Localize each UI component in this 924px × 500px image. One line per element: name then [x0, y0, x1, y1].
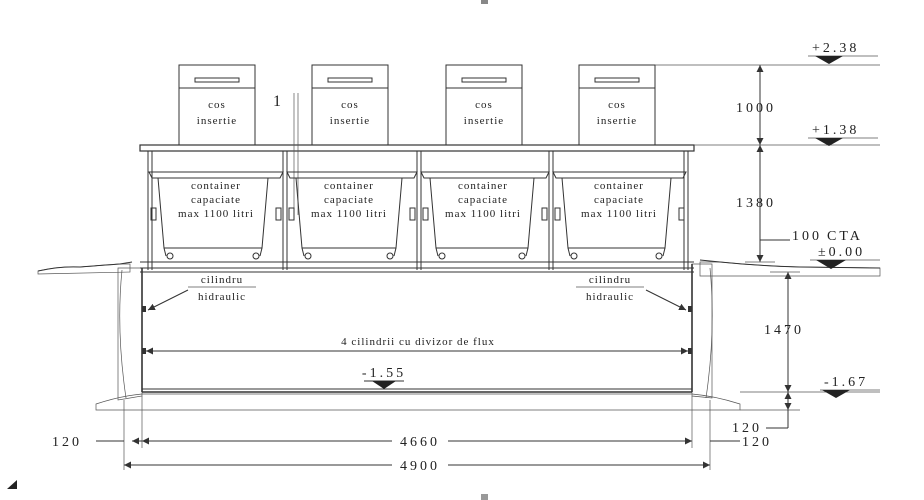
- cylinder-right-label-line2: hidraulic: [586, 291, 634, 303]
- bin-4: cos insertie: [578, 64, 656, 146]
- bin-label-line2: insertie: [597, 115, 637, 127]
- dim-ground-gap: 100: [745, 229, 822, 263]
- level-pit-bottom-label: -1.67: [824, 375, 868, 390]
- pit-wall-left: [117, 267, 143, 401]
- flow-divider: 4 cilindrii cu divizor de flux: [146, 336, 688, 355]
- level-ground: CTA ±0.00: [810, 229, 880, 269]
- marker-1-label: 1: [273, 93, 281, 110]
- level-pit-floor-label: -1.55: [362, 366, 406, 381]
- level-cta-label: CTA: [827, 229, 863, 244]
- dim-slab-label: 120: [732, 421, 762, 436]
- dim-slab: 120: [732, 392, 792, 436]
- container-label-line3: max 1100 litri: [445, 208, 521, 220]
- container-label-line3: max 1100 litri: [311, 208, 387, 220]
- dim-vertical-upper: 1000 1380: [736, 65, 776, 262]
- level-platform-label: +1.38: [812, 123, 859, 138]
- level-platform: +1.38: [808, 123, 878, 146]
- cylinder-left-label-line1: cilindru: [201, 274, 243, 286]
- flow-divider-label: 4 cilindrii cu divizor de flux: [341, 336, 495, 348]
- container-4: container capaciate max 1100 litri: [552, 171, 687, 260]
- container-label-line3: max 1100 litri: [581, 208, 657, 220]
- dim-wall-right-label: 120: [742, 435, 772, 450]
- bin-3: cos insertie: [445, 64, 523, 146]
- dim-pit-depth: 1470: [764, 271, 804, 392]
- dim-horizontal: 120 4660 120 4900: [52, 396, 772, 474]
- dim-outer-width-label: 4900: [400, 459, 440, 474]
- dim-ground-gap-label: 100: [792, 229, 822, 244]
- level-top: +2.38: [808, 41, 878, 64]
- container-label-line1: container: [594, 180, 644, 192]
- corner-mark: [7, 480, 17, 489]
- pit-slab: [95, 388, 741, 411]
- lift-frame: [139, 144, 695, 273]
- container-label-line1: container: [191, 180, 241, 192]
- bin-label-line1: cos: [608, 99, 626, 111]
- bin-label-line2: insertie: [464, 115, 504, 127]
- dim-bin-height: 1000: [736, 101, 776, 116]
- ground-right: [699, 259, 881, 277]
- container-3: container capaciate max 1100 litri: [420, 171, 550, 260]
- dim-container-height: 1380: [736, 196, 776, 211]
- cylinder-right-label-line1: cilindru: [589, 274, 631, 286]
- bin-label-line2: insertie: [197, 115, 237, 127]
- level-pit-floor: -1.55: [362, 366, 406, 389]
- container-label-line3: max 1100 litri: [178, 208, 254, 220]
- ground-left: [37, 261, 133, 275]
- dim-pit-depth-label: 1470: [764, 323, 804, 338]
- container-label-line2: capaciate: [458, 194, 508, 206]
- bin-label-line1: cos: [475, 99, 493, 111]
- container-label-line2: capaciate: [324, 194, 374, 206]
- container-1: container capaciate max 1100 litri: [148, 171, 284, 260]
- bin-2: cos insertie: [311, 64, 389, 146]
- cylinder-left: cilindru hidraulic: [142, 274, 256, 354]
- pit-wall-right: [691, 263, 713, 399]
- level-ground-label: ±0.00: [818, 245, 865, 260]
- bin-label-line1: cos: [341, 99, 359, 111]
- bin-label-line2: insertie: [330, 115, 370, 127]
- container-label-line1: container: [324, 180, 374, 192]
- cylinder-right: cilindru hidraulic: [576, 274, 692, 354]
- bin-label-line1: cos: [208, 99, 226, 111]
- dim-inner-width-label: 4660: [400, 435, 440, 450]
- level-top-label: +2.38: [812, 41, 859, 56]
- page-top-marker: [481, 0, 488, 4]
- container-2: container capaciate max 1100 litri: [286, 171, 418, 260]
- marker-1: 1: [273, 93, 299, 215]
- page-bottom-marker: [481, 494, 488, 500]
- dim-wall-left-label: 120: [52, 435, 82, 450]
- bin-1: cos insertie: [178, 64, 256, 146]
- level-pit-bottom: -1.67: [820, 375, 880, 398]
- cylinder-left-label-line2: hidraulic: [198, 291, 246, 303]
- container-label-line2: capaciate: [594, 194, 644, 206]
- container-label-line2: capaciate: [191, 194, 241, 206]
- container-label-line1: container: [458, 180, 508, 192]
